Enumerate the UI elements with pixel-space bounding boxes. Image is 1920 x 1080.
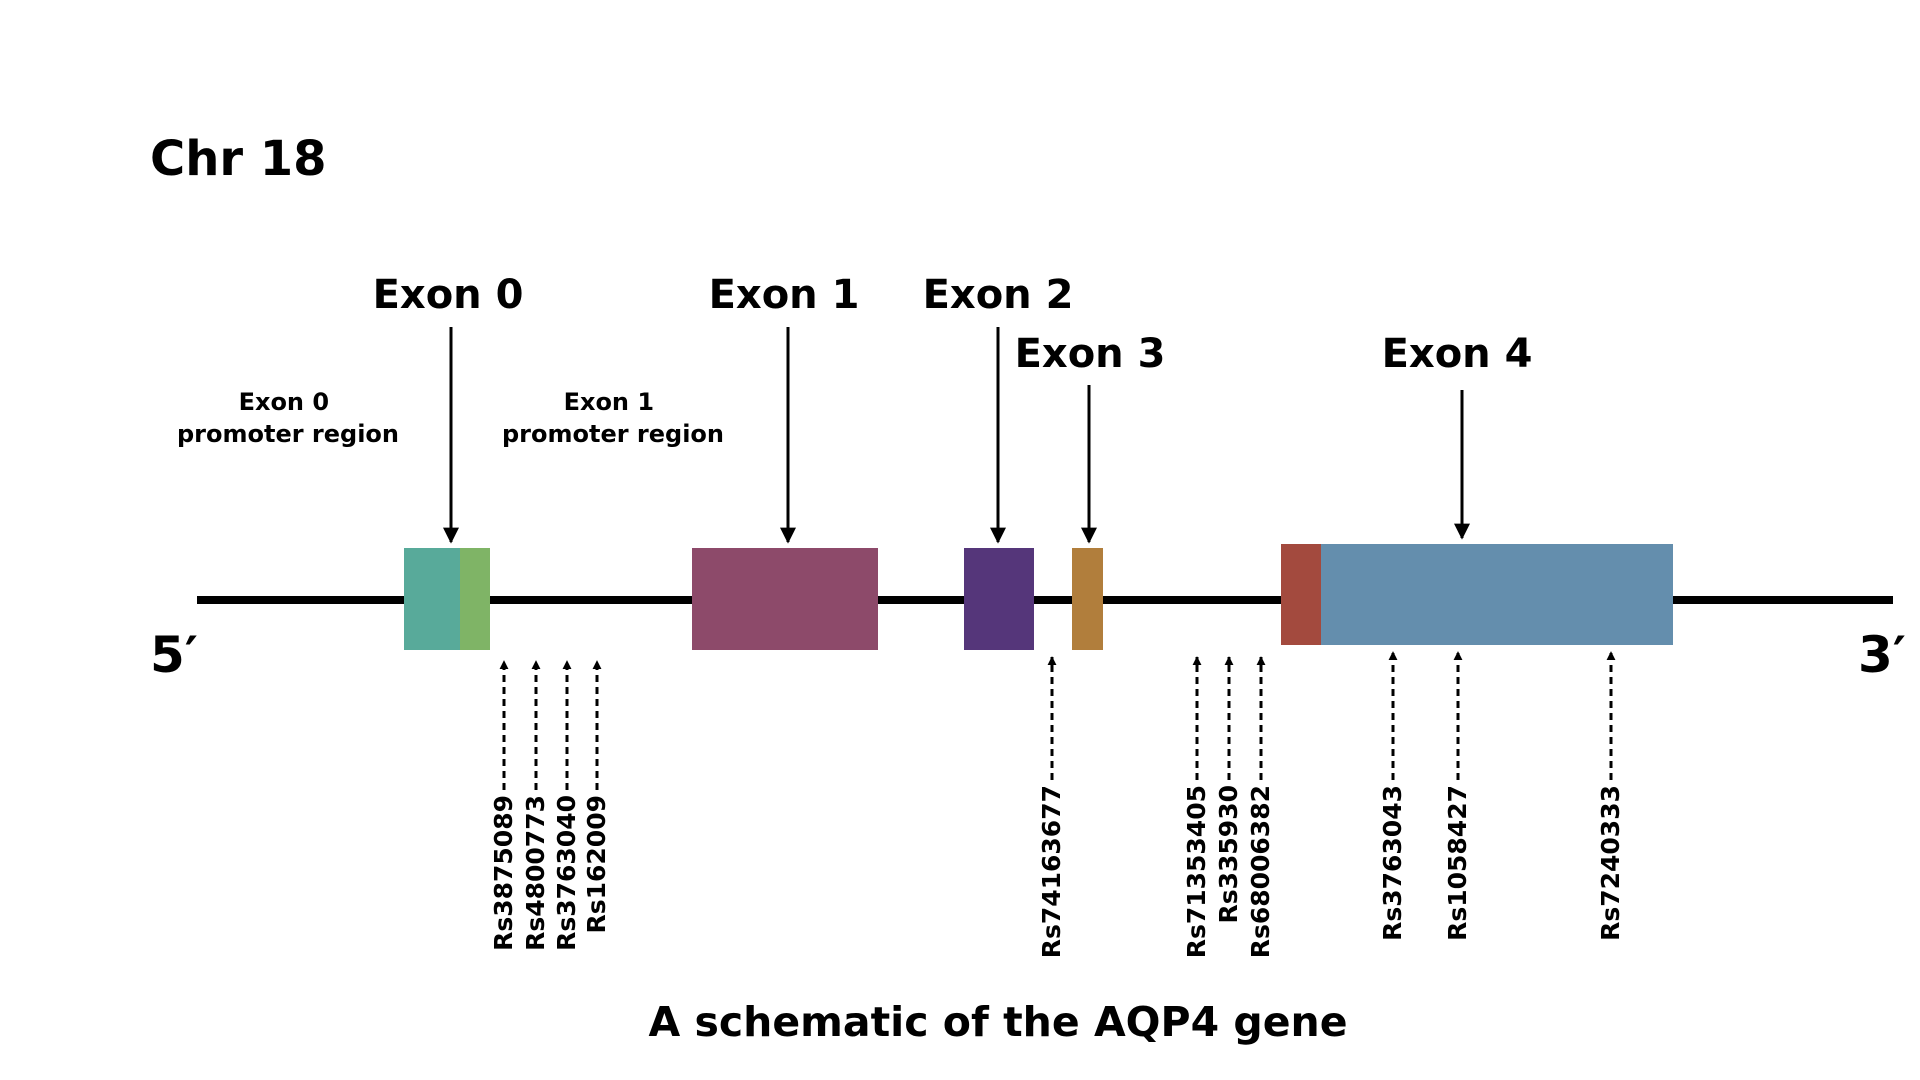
exon-1-promoter-label: Exon 1 promoter region	[502, 388, 724, 448]
exon-2-label: Exon 2	[923, 272, 1074, 318]
three-prime-label: 3′	[1858, 626, 1906, 684]
snp-label: Rs7240333	[1596, 785, 1625, 941]
exon-0-promoter-line-1: Exon 0	[239, 388, 330, 416]
snp-label: Rs3875089	[489, 795, 518, 951]
exon-4-label: Exon 4	[1382, 331, 1533, 377]
snp-markers: Rs3875089 Rs4800773 Rs3763040 Rs162009 R…	[489, 651, 1625, 958]
snp-label: Rs3763043	[1378, 785, 1407, 941]
exon-1-promoter-line-2: promoter region	[502, 420, 724, 448]
snp-marker: Rs7240333	[1596, 651, 1625, 941]
snp-marker: Rs1058427	[1443, 651, 1472, 941]
exon-0-segment-a	[404, 548, 460, 650]
exon-3-label: Exon 3	[1015, 331, 1166, 377]
five-prime-label: 5′	[150, 626, 198, 684]
exon-1-promoter-line-1: Exon 1	[564, 388, 655, 416]
snp-marker: Rs3875089	[489, 660, 518, 951]
snp-label: Rs74163677	[1037, 785, 1066, 958]
snp-marker: Rs74163677	[1037, 656, 1066, 958]
exon-0-label: Exon 0	[373, 272, 524, 318]
snp-marker: Rs71353405	[1182, 656, 1211, 958]
exon-0-promoter-line-2: promoter region	[177, 420, 399, 448]
exon-0-box	[404, 548, 490, 650]
diagram-caption: A schematic of the AQP4 gene	[648, 998, 1347, 1046]
snp-label: Rs4800773	[521, 795, 550, 951]
exon-0-segment-b	[460, 548, 490, 650]
chromosome-label: Chr 18	[150, 131, 327, 187]
exon-1-box	[692, 548, 878, 650]
snp-label: Rs68006382	[1246, 785, 1275, 958]
exon-4-segment-a	[1281, 544, 1321, 645]
snp-label: Rs335930	[1214, 785, 1243, 924]
snp-label: Rs71353405	[1182, 785, 1211, 958]
exon-2-box	[964, 548, 1034, 650]
snp-marker: Rs3763043	[1378, 651, 1407, 941]
exon-3-box	[1072, 548, 1103, 650]
exon-4-segment-b	[1321, 544, 1673, 645]
snp-marker: Rs3763040	[552, 660, 581, 951]
snp-label: Rs3763040	[552, 795, 581, 951]
snp-marker: Rs335930	[1214, 656, 1243, 924]
exon-4-box	[1281, 544, 1673, 645]
snp-marker: Rs4800773	[521, 660, 550, 951]
exon-0-promoter-label: Exon 0 promoter region	[177, 388, 399, 448]
snp-marker: Rs68006382	[1246, 656, 1275, 958]
snp-marker: Rs162009	[582, 660, 611, 934]
exon-1-label: Exon 1	[709, 272, 860, 318]
snp-label: Rs1058427	[1443, 785, 1472, 941]
snp-label: Rs162009	[582, 795, 611, 934]
